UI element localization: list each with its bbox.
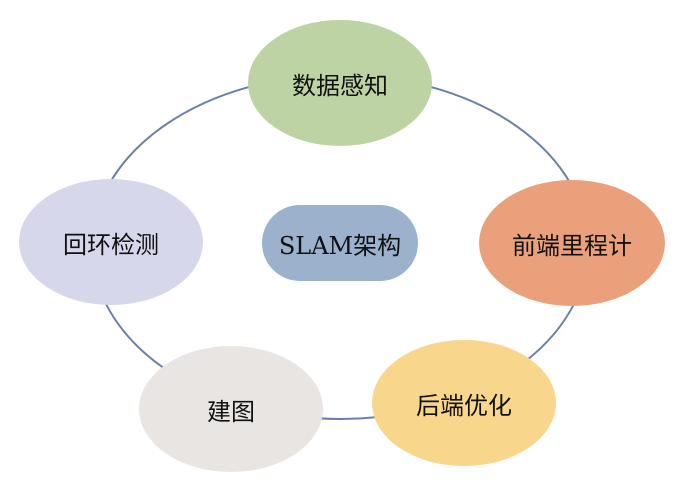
node-label: 后端优化 xyxy=(416,391,512,420)
node-label: 建图 xyxy=(207,397,255,426)
node-label: 前端里程计 xyxy=(512,231,632,260)
node-backend-optimization: 后端优化 xyxy=(372,340,556,466)
node-data-perception: 数据感知 xyxy=(248,20,432,146)
center-label: SLAM架构 xyxy=(278,231,402,260)
node-label: 数据感知 xyxy=(292,71,388,100)
center-title: SLAM架构 xyxy=(262,205,418,281)
node-label: 回环检测 xyxy=(63,230,159,259)
node-mapping: 建图 xyxy=(139,346,323,472)
node-frontend-odometry: 前端里程计 xyxy=(479,180,665,306)
node-loop-closure: 回环检测 xyxy=(19,179,203,305)
